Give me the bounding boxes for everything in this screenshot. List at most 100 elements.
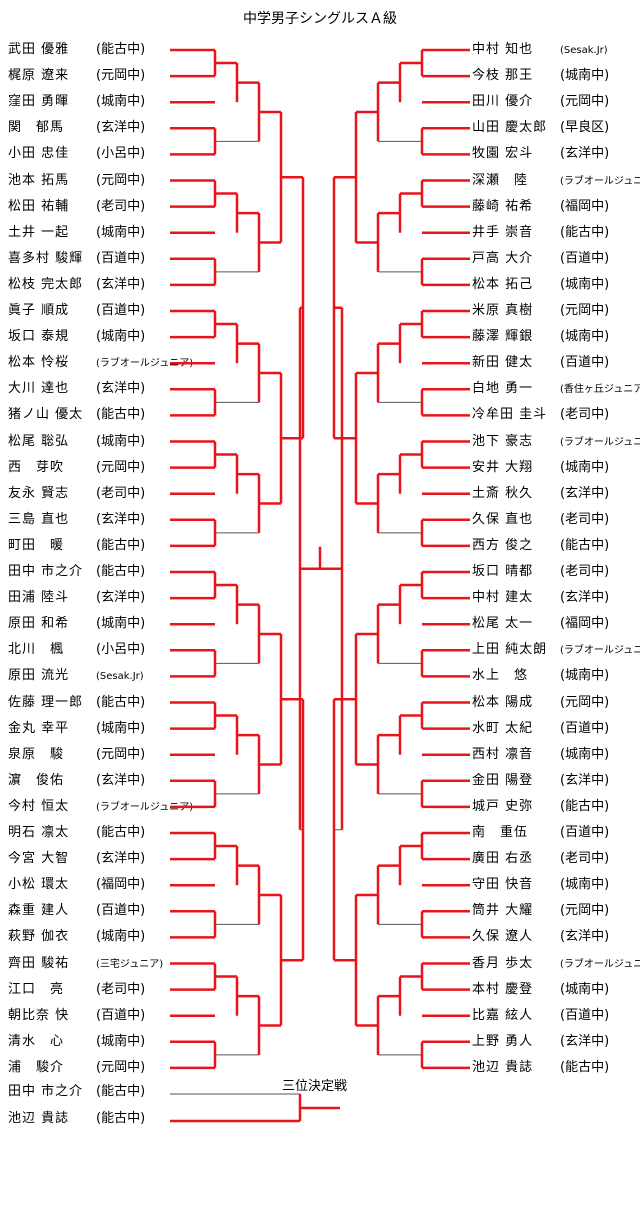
player-name: 松尾 聡弘: [8, 433, 70, 449]
left-player-row: 坂口 泰規(城南中): [8, 327, 145, 347]
player-school: (ラブオールジュニア): [96, 358, 194, 370]
left-player-row: 小田 忠佳(小呂中): [8, 144, 145, 164]
left-player-row: 窪田 勇暉(城南中): [8, 92, 145, 112]
player-school: (玄洋中): [96, 511, 146, 527]
right-player-row: 西村 凛音(城南中): [472, 745, 609, 765]
player-name: 友永 賢志: [8, 485, 70, 501]
player-name: 廣田 右丞: [472, 851, 534, 867]
player-school: (城南中): [560, 276, 610, 292]
player-school: (老司中): [96, 981, 146, 997]
player-name: 水町 太紀: [472, 720, 534, 736]
right-player-row: 上田 純太朗(ラブオールジュニア): [472, 640, 640, 660]
player-name: 久保 遼人: [472, 929, 534, 945]
player-school: (能古中): [96, 564, 146, 579]
player-name: 米原 真樹: [472, 303, 534, 318]
left-player-row: 猪ノ山 優太 (能古中): [8, 405, 145, 425]
left-player-row: 原田 流光(Sesak.Jr): [8, 666, 144, 686]
player-name: 水上 悠: [472, 668, 529, 684]
player-school: (元岡中): [96, 746, 146, 762]
player-name: 松本 拓己: [472, 276, 534, 292]
left-player-row: 松田 祐輔(老司中): [8, 197, 145, 217]
player-name: 中村 知也: [472, 42, 534, 57]
left-player-row: 友永 賢志(老司中): [8, 484, 145, 504]
player-name: 今宮 大智: [8, 851, 70, 867]
player-school: (玄洋中): [560, 146, 610, 162]
player-school: (能古中): [560, 798, 610, 814]
right-player-row: 池下 豪志(ラブオールジュニア): [472, 432, 640, 452]
player-name: 三島 直也: [8, 511, 70, 527]
player-name: 深瀬 陸: [472, 172, 529, 188]
player-name: 上田 純太朗: [472, 642, 548, 658]
player-school: (城南中): [96, 1033, 146, 1049]
left-player-row: 田中 市之介 (能古中): [8, 562, 145, 582]
player-school: (城南中): [560, 877, 610, 893]
player-school: (能古中): [96, 694, 146, 710]
player-name: 池下 豪志: [472, 433, 534, 449]
left-player-row: 森重 建人(百道中): [8, 901, 145, 921]
player-name: 比嘉 絃人: [472, 1007, 534, 1023]
player-name: 齊田 駿祐: [8, 955, 70, 971]
player-name: 猪ノ山 優太: [8, 407, 84, 423]
right-player-row: 牧園 宏斗(玄洋中): [472, 144, 609, 164]
left-player-row: 泉原 駿(元岡中): [8, 745, 145, 765]
player-name: 土井 一起: [8, 224, 70, 240]
player-name: 今村 恒太: [8, 798, 70, 814]
right-player-row: 池辺 貴誌(能古中): [472, 1058, 609, 1078]
player-name: 新田 健太: [472, 355, 534, 371]
player-school: (玄洋中): [96, 276, 146, 292]
right-player-row: 上野 勇人(玄洋中): [472, 1032, 609, 1052]
player-school: (百道中): [96, 1007, 146, 1023]
player-name: 戸高 大介: [472, 250, 534, 266]
player-school: (城南中): [96, 616, 146, 632]
player-name: 小田 忠佳: [8, 146, 70, 162]
right-player-row: 井手 崇音 (能古中): [472, 223, 609, 243]
player-school: (能古中): [96, 537, 146, 553]
right-player-row: 山田 慶太郎(早良区): [472, 118, 609, 138]
player-school: (玄洋中): [96, 381, 146, 397]
left-player-row: 明石 凛太(能古中): [8, 823, 145, 843]
player-school: (元岡中): [560, 694, 610, 710]
right-player-row: 新田 健太 (百道中): [472, 353, 609, 373]
player-school: (城南中): [96, 929, 146, 945]
player-name: 南 重伍: [472, 825, 529, 840]
player-school: (城南中): [560, 329, 610, 345]
player-school: (城南中): [560, 668, 610, 684]
left-player-row: 田浦 陸斗(玄洋中): [8, 588, 145, 608]
left-player-row: 松本 怜桜(ラブオールジュニア): [8, 353, 193, 373]
player-school: (能古中): [96, 407, 146, 423]
player-name: 池辺 貴誌: [472, 1059, 534, 1075]
player-name: 井手 崇音: [472, 224, 534, 240]
player-name: 眞子 順成: [8, 303, 70, 318]
player-school: (福岡中): [560, 616, 610, 632]
right-player-row: 松本 陽成(元岡中): [472, 693, 609, 713]
player-name: 白地 勇一: [472, 381, 534, 397]
player-name: 池辺 貴誌: [8, 1111, 70, 1126]
player-school: (城南中): [96, 433, 146, 449]
left-player-row: 西 芽吹(元岡中): [8, 458, 145, 478]
player-school: (玄洋中): [96, 851, 146, 867]
player-school: (ラブオールジュニア): [96, 801, 194, 813]
left-player-row: 萩野 伽衣(城南中): [8, 927, 145, 947]
player-school: (百道中): [96, 903, 146, 919]
player-school: (香住ヶ丘ジュニア): [560, 384, 640, 396]
player-school: (百道中): [560, 825, 610, 840]
right-player-row: 松本 拓己 (城南中): [472, 275, 609, 295]
third-player-row: 池辺 貴誌(能古中): [8, 1109, 145, 1129]
player-name: 冷牟田 圭斗: [472, 407, 548, 423]
player-name: 田中 市之介: [8, 564, 84, 579]
player-school: (元岡中): [560, 94, 610, 110]
right-player-row: 坂口 晴都(老司中): [472, 562, 609, 582]
right-player-row: 香月 歩太(ラブオールジュニア): [472, 954, 640, 974]
right-player-row: 比嘉 絃人(百道中): [472, 1006, 609, 1026]
left-player-row: 濵 俊佑(玄洋中): [8, 771, 145, 791]
left-player-row: 北川 楓(小呂中): [8, 640, 145, 660]
player-name: 小松 環太: [8, 877, 70, 893]
player-school: (百道中): [96, 303, 146, 318]
player-name: 金丸 幸平: [8, 720, 70, 736]
right-player-row: 本村 慶登(城南中): [472, 980, 609, 1000]
player-school: (百道中): [560, 355, 610, 371]
player-school: (能古中): [560, 224, 610, 240]
player-school: (玄洋中): [560, 929, 610, 945]
player-name: 西村 凛音: [472, 746, 534, 762]
